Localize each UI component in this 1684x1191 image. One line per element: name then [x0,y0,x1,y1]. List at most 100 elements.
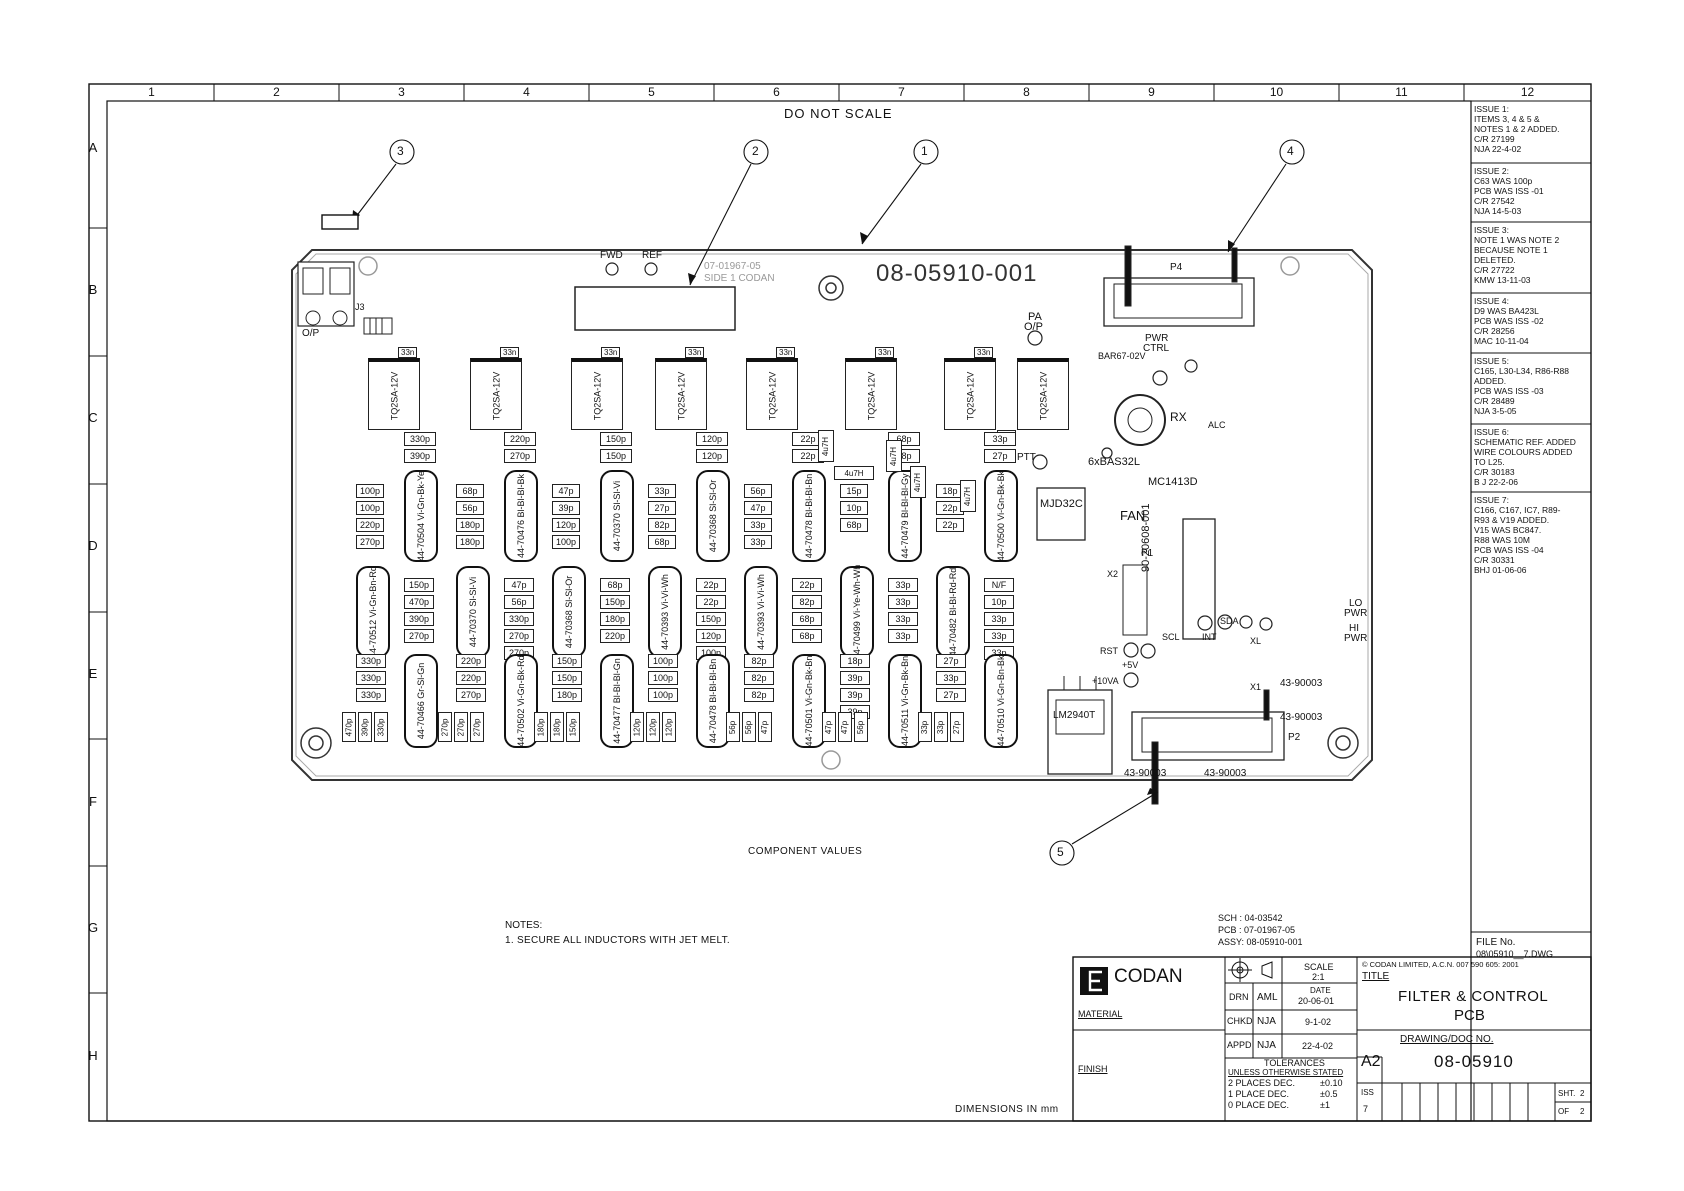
callout-4: 4 [1287,144,1294,158]
inductor-coil: 44-70478 Bl-Bl-Bl-Bn [792,470,826,562]
inductor-label: 44-70499 Vi-Ye-Wh-Wh [852,564,862,660]
relay-text: TQ2SA-12V [866,371,876,420]
tolerance-label: 0 PLACE DEC. [1228,1100,1290,1110]
capacitor: 390p [358,712,372,742]
capacitor-text: 330p [360,673,382,683]
capacitor-text: 150p [605,451,627,461]
capacitor-text: 120p [701,434,723,444]
header-block [574,286,736,331]
relay: TQ2SA-12V [746,358,798,430]
revision-line: C165, L30-L34, R86-R88 [1474,366,1569,376]
inductor-small-text: 4u7H [821,436,831,456]
inductor-coil: 44-70511 Vi-Gn-Bk-Bn [888,654,922,748]
zone-row-label: E [88,666,98,681]
capacitor: 56p [854,712,868,742]
company-name: CODAN [1114,966,1183,987]
appd-by: NJA [1257,1040,1276,1051]
capacitor-text: 180p [536,718,546,736]
capacitor-text: 22p [942,520,958,530]
capacitor: 100p [648,688,678,702]
zone-row-label: F [89,794,97,809]
capacitor: 68p [600,578,630,592]
capacitor-text: 15p [846,486,862,496]
rx-label: RX [1170,410,1187,424]
rst-label: RST [1100,646,1118,656]
int-label: INT [1202,632,1217,642]
capacitor-text: 270p [456,718,466,736]
capacitor: 100p [552,535,580,549]
capacitor: N/F [984,578,1014,592]
capacitor-text: 27p [654,503,670,513]
capacitor-text: 180p [552,718,562,736]
zone-row-label: C [88,410,98,425]
capacitor: 180p [456,518,484,532]
revision-line: C/R 28489 [1474,396,1515,406]
capacitor-text: 56p [750,486,766,496]
zone-column-label: 8 [1023,85,1030,99]
capacitor: 120p [696,449,728,463]
capacitor-text: 33p [895,614,911,624]
capacitor-text: 68p [799,631,815,641]
sheet-size: A2 [1361,1053,1381,1070]
inductor-label: 44-70476 Bl-Bl-Bl-Bk [516,473,526,559]
capacitor: 68p [840,518,868,532]
tolerance-value: ±0.10 [1320,1078,1343,1088]
x2-label: X2 [1107,569,1119,579]
codan-logo-icon [1080,967,1108,995]
chkd-label: CHKD [1227,1016,1253,1026]
capacitor: 33p [984,612,1014,626]
capacitor: 180p [550,712,564,742]
date-label: DATE [1310,986,1331,995]
capacitor: 82p [744,671,774,685]
capacitor-text: 47p [750,503,766,513]
sheet-value: 2 [1580,1089,1585,1098]
capacitor: 33p [936,671,966,685]
capacitor: 47p [758,712,772,742]
revision-line: ISSUE 6: [1474,427,1509,437]
callout-circles [389,139,1305,866]
revision-line: C/R 28256 [1474,326,1515,336]
inductor-small-text: 4u7H [844,468,864,478]
revision-line: C/R 27199 [1474,134,1515,144]
capacitor: 82p [744,654,774,668]
p1-label: P1 [1141,548,1154,559]
p4-label: P4 [1170,262,1183,273]
capacitor: 47p [838,712,852,742]
revision-dividers [1471,162,1591,933]
inductor-label: 44-70368 Sl-Sl-Or [564,575,574,649]
inductor-label: 44-70478 Bl-Bl-Bl-Bn [804,473,814,559]
capacitor-text: 100p [555,537,577,547]
inductor-small-text: 4u7H [913,472,923,492]
capacitor: 33p [984,432,1016,446]
capacitor-text: 82p [751,690,767,700]
date-value: 20-06-01 [1298,996,1335,1006]
inductor-coil: 44-70368 Sl-Sl-Or [696,470,730,562]
capacitor-text: 22p [799,580,815,590]
capacitor: 22p [792,449,824,463]
inductor-coil: 44-70510 Vi-Gn-Bn-Bk [984,654,1018,748]
material-label: MATERIAL [1078,1009,1123,1019]
capacitor: 68p [792,612,822,626]
capacitor-text: 68p [799,614,815,624]
relay-cap-label: 33n [601,347,621,358]
capacitor-text: 100p [359,486,381,496]
capacitor: 68p [792,629,822,643]
capacitor-text: 150p [556,656,578,666]
title-label: TITLE [1362,971,1390,982]
component-values-label: COMPONENT VALUES [748,846,863,857]
capacitor-text: 150p [605,434,627,444]
sch-reference: SCH : 04-03542 [1218,913,1283,923]
capacitor-text: 33p [991,648,1007,658]
capacitor: 330p [374,712,388,742]
capacitor: 270p [404,629,434,643]
finish-label: FINISH [1078,1064,1108,1074]
tolerances-note: UNLESS OTHERWISE STATED [1228,1068,1344,1077]
revision-line: PCB WAS ISS -03 [1474,386,1544,396]
capacitor-text: 33p [750,520,766,530]
revision-line: WIRE COLOURS ADDED [1474,447,1573,457]
capacitor-text: 33p [750,537,766,547]
capacitor-text: 270p [359,537,381,547]
capacitor-text: 22p [800,451,816,461]
